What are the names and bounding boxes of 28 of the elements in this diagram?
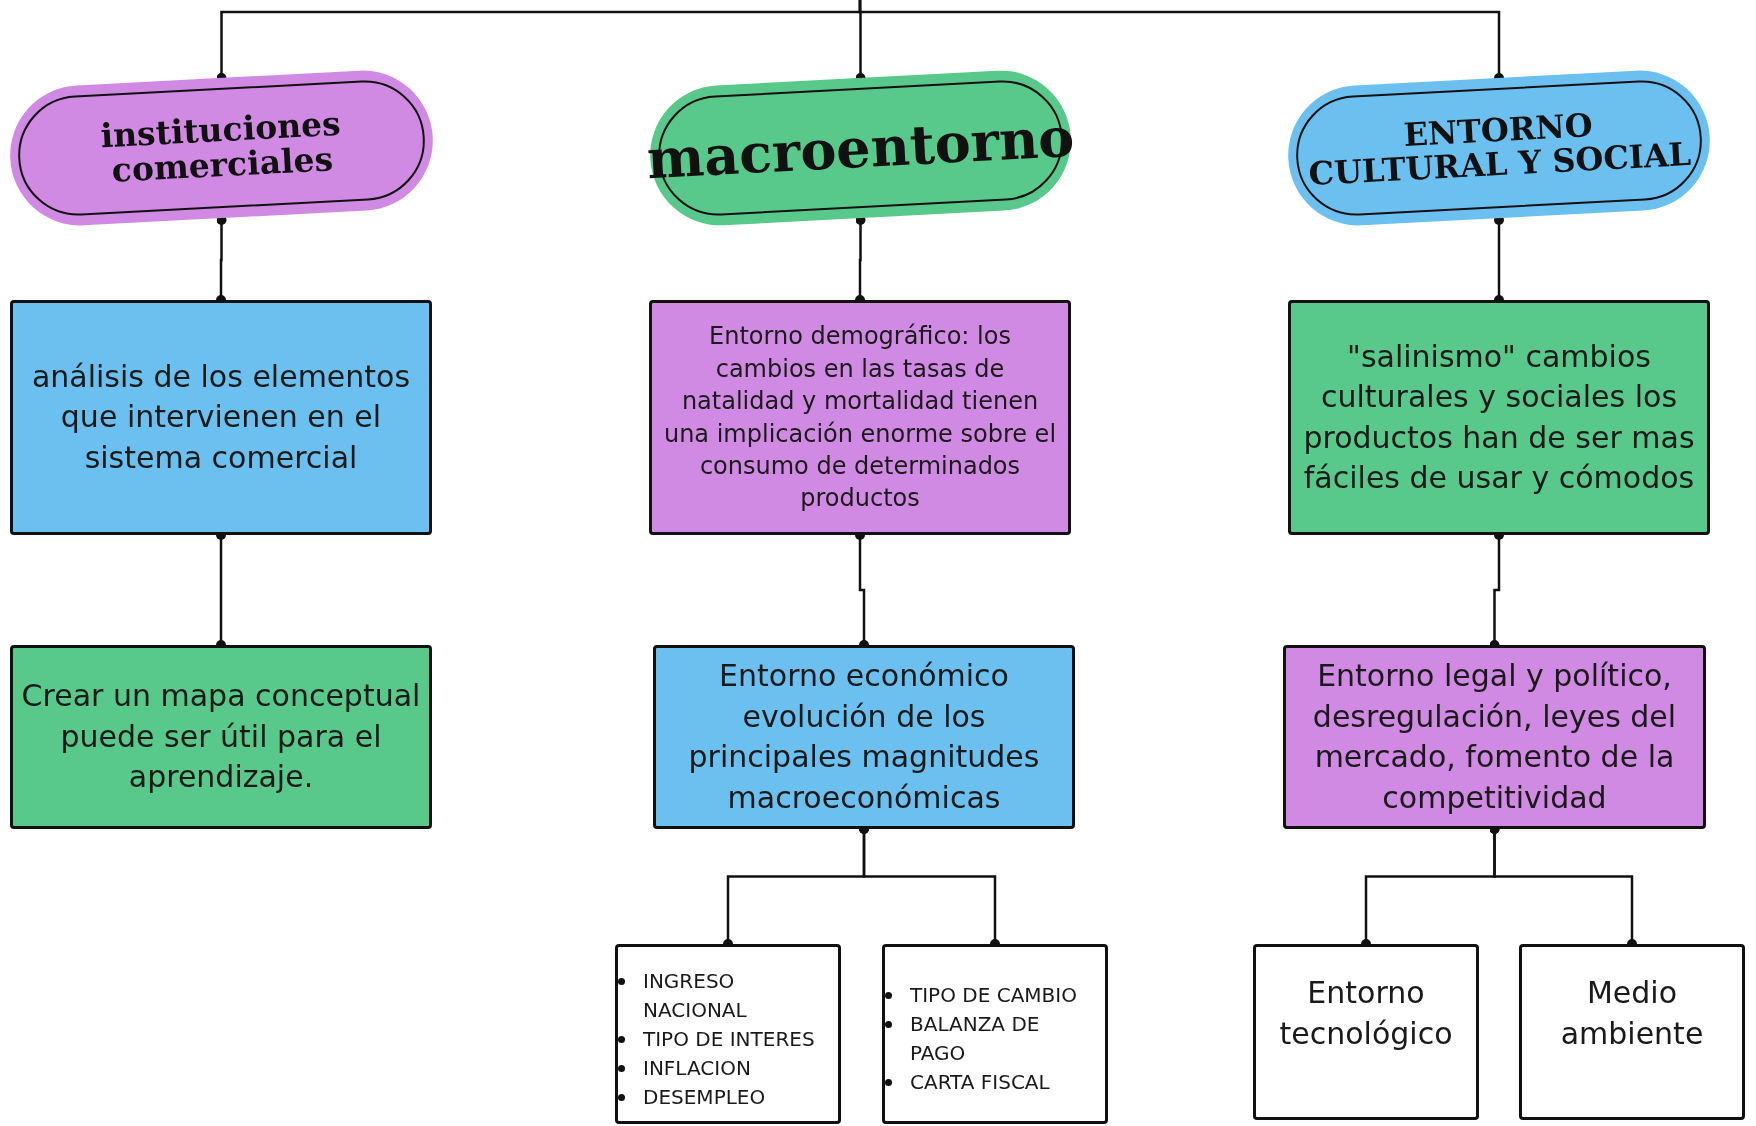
concept-box xyxy=(882,944,1108,1124)
pill-title: macroentorno xyxy=(644,107,1077,189)
box-text: Crear un mapa conceptual puede ser útil para el aprendizaje. xyxy=(20,677,422,797)
list-item: TIPO DE CAMBIO xyxy=(910,982,1077,1009)
concept-box xyxy=(1288,300,1710,535)
concept-box xyxy=(1253,944,1479,1120)
list-item: DESEMPLEO xyxy=(643,1083,766,1111)
concept-box xyxy=(1283,645,1706,829)
pill-title: instituciones comerciales xyxy=(98,103,343,192)
concept-box xyxy=(615,944,841,1124)
concept-box xyxy=(649,300,1071,535)
box-text: análisis de los elementos que intervienen en el sistema comercial xyxy=(30,357,412,477)
concept-box xyxy=(10,645,432,829)
box-text: Entorno demográfico: los cambios en las tasas de natalidad y mortalidad tienen una implicación enorme sobre el consumo de determinados productos xyxy=(662,321,1058,515)
list-item: INFLACION xyxy=(643,1054,751,1082)
concept-box xyxy=(1519,944,1745,1120)
box-text: Entorno económico evolución de los principales magnitudes macroeconómicas xyxy=(687,657,1041,817)
list-item: CARTA FISCAL xyxy=(910,1069,1050,1096)
concept-box xyxy=(653,645,1075,829)
list-item: INGRESO NACIONAL xyxy=(643,967,748,1024)
list-item: TIPO DE INTERES xyxy=(643,1025,815,1053)
box-text: Entorno legal y político, desregulación, leyes del mercado, fomento de la competitividad xyxy=(1311,657,1678,817)
list-item: BALANZA DE PAGO xyxy=(910,1011,1041,1067)
box-text: "salinismo" cambios culturales y sociales los productos han de ser mas fáciles de usar y cómodos xyxy=(1302,337,1696,497)
box-text: Entorno tecnológico xyxy=(1278,974,1454,1053)
box-text: Medio ambiente xyxy=(1559,974,1705,1053)
concept-box xyxy=(10,300,432,535)
pill-title: ENTORNO CULTURAL Y SOCIAL xyxy=(1306,105,1693,193)
